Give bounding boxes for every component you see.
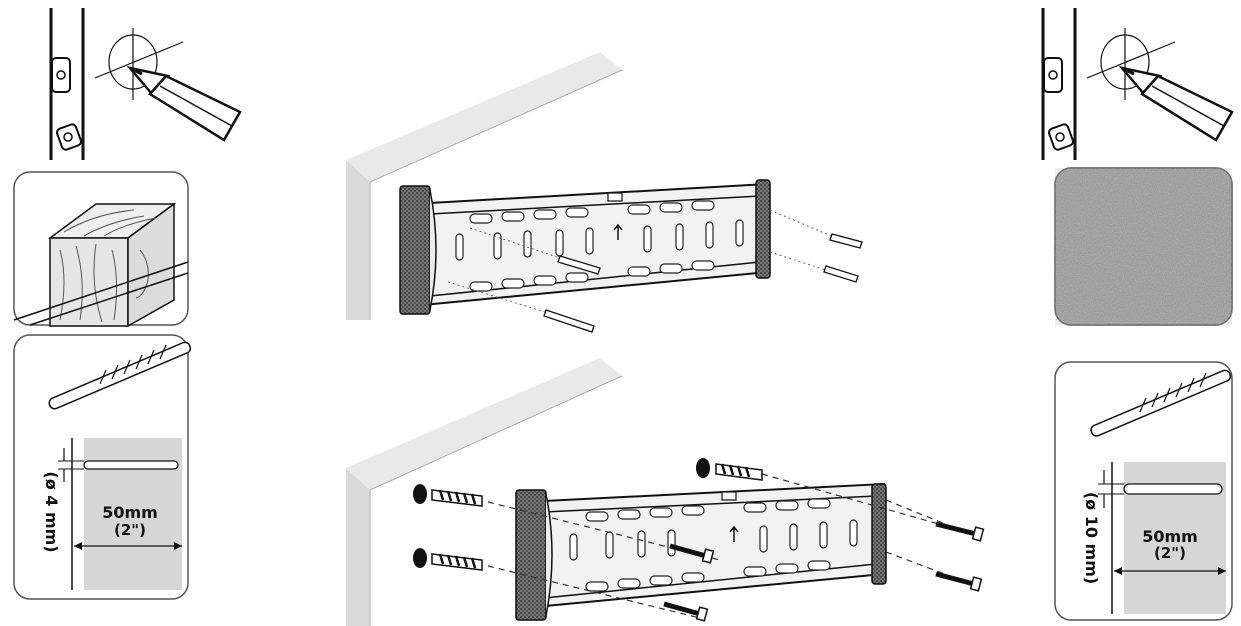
depth-label-right: 50mm [1142, 527, 1198, 546]
pencil-mark-icon [1041, 8, 1234, 160]
wall-bracket-icon [399, 179, 771, 315]
concrete-texture-icon [1055, 168, 1232, 325]
wood-stud-icon [13, 202, 189, 328]
depth-inches-label-right: (2") [1154, 544, 1186, 562]
drill-bit-icon [48, 341, 192, 410]
wall-anchor-icon [413, 458, 763, 571]
depth-label-left: 50mm [102, 503, 158, 522]
pencil-icon [543, 233, 863, 333]
diameter-label-right: (ø 10 mm) [1082, 492, 1101, 584]
bracket-install-scene [346, 358, 985, 626]
drill-bit-icon [1090, 369, 1232, 437]
lag-screw-icon [663, 521, 985, 622]
wood-stud-panel [13, 171, 189, 328]
concrete-panel [1054, 167, 1233, 326]
diameter-label-left: (ø 4 mm) [42, 471, 61, 552]
wall-bracket-icon [515, 482, 887, 621]
drill-depth-panel-right: 50mm (2") (ø 10 mm) [1054, 361, 1233, 621]
drill-depth-panel-left: 50mm (2") (ø 4 mm) [13, 334, 192, 600]
bracket-marking-scene [346, 52, 863, 333]
pencil-mark-icon [49, 8, 242, 160]
depth-inches-label-left: (2") [114, 521, 146, 539]
